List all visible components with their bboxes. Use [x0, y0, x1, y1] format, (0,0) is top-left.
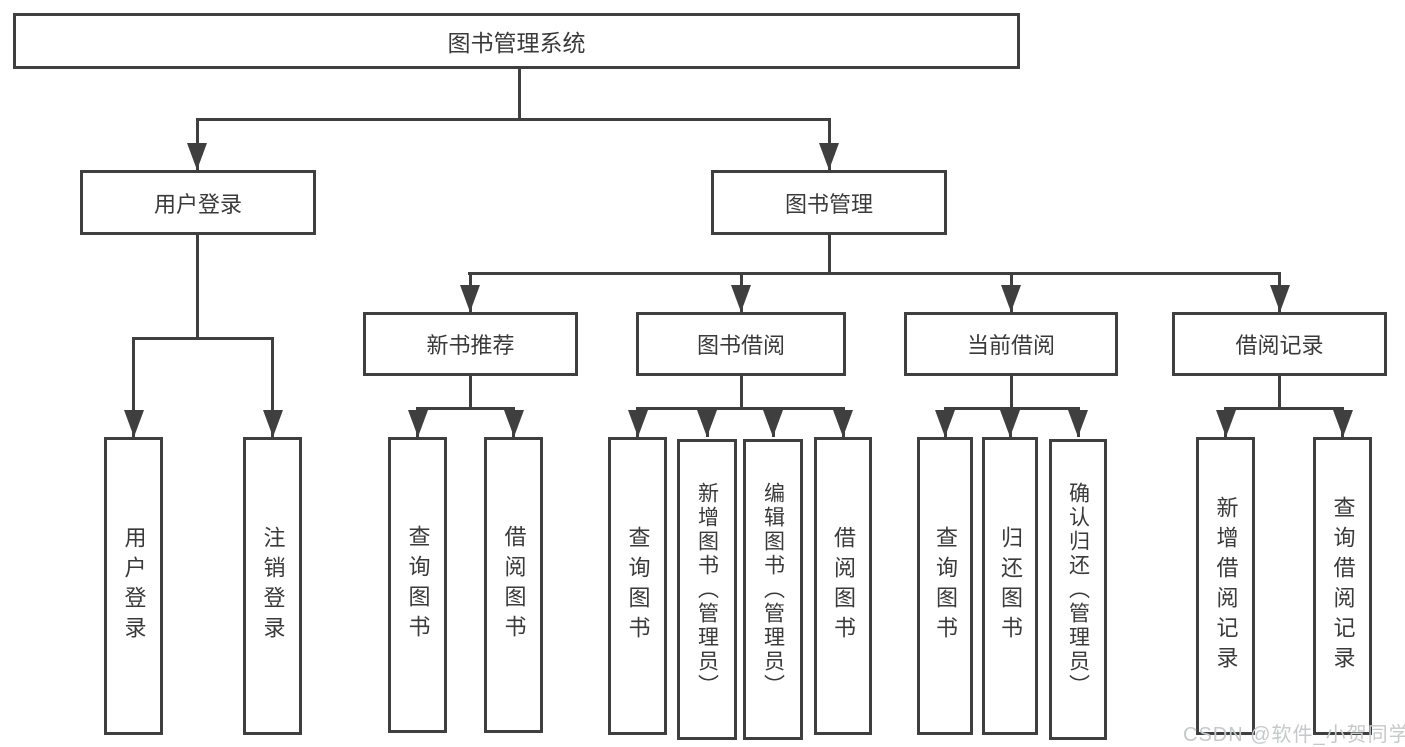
node-edit-book-admin: 编辑图书（管理员） — [743, 439, 803, 740]
node-query-book-current: 查询图书 — [917, 437, 973, 735]
arrow-down-icon — [731, 285, 751, 312]
arrow-down-icon — [263, 410, 283, 437]
node-current-borrow: 当前借阅 — [904, 312, 1118, 376]
arrow-down-icon — [819, 143, 839, 170]
arrow-down-icon — [124, 410, 144, 437]
arrow-down-icon — [1000, 410, 1020, 437]
connector-login-split — [132, 337, 274, 340]
connector-manage-stem — [828, 235, 831, 272]
arrow-down-icon — [697, 410, 717, 437]
connector-login-child-drop — [271, 337, 274, 437]
node-borrow-book-recommend: 借阅图书 — [484, 437, 543, 733]
connector-borrow-stem — [740, 376, 743, 407]
arrow-down-icon — [1270, 285, 1290, 312]
arrow-down-icon — [1001, 285, 1021, 312]
connector-record-split — [1224, 407, 1344, 410]
connector-record-stem — [1278, 376, 1281, 407]
node-borrow-record: 借阅记录 — [1172, 312, 1387, 376]
arrow-down-icon — [1068, 410, 1088, 437]
node-logout-leaf: 注销登录 — [243, 437, 302, 735]
node-new-book-recommend: 新书推荐 — [363, 312, 578, 376]
connector-login-stem — [196, 235, 199, 337]
node-return-book: 归还图书 — [982, 437, 1038, 735]
node-user-login-leaf: 用户登录 — [104, 437, 163, 735]
connector-recommend-stem — [469, 376, 472, 407]
arrow-down-icon — [833, 410, 853, 437]
connector-login-child-drop — [132, 337, 135, 437]
arrow-down-icon — [187, 143, 207, 170]
node-confirm-return-admin: 确认归还（管理员） — [1049, 439, 1107, 740]
connector-root-stem — [518, 69, 521, 118]
arrow-down-icon — [935, 410, 955, 437]
node-book-manage: 图书管理 — [711, 170, 947, 235]
connector-recommend-split — [416, 407, 515, 410]
node-user-login: 用户登录 — [80, 170, 316, 235]
connector-level2-split — [196, 118, 831, 121]
arrow-down-icon — [628, 410, 648, 437]
csdn-watermark: CSDN @软件_小贺同学 — [1183, 724, 1405, 746]
arrow-down-icon — [408, 410, 428, 437]
connector-borrow-split — [636, 407, 845, 410]
connector-level3-split — [468, 272, 1281, 275]
node-query-book-recommend: 查询图书 — [388, 437, 447, 733]
node-add-borrow-record: 新增借阅记录 — [1196, 437, 1255, 735]
node-root: 图书管理系统 — [13, 13, 1020, 69]
arrow-down-icon — [460, 285, 480, 312]
connector-current-stem — [1010, 376, 1013, 407]
arrow-down-icon — [1216, 410, 1236, 437]
node-query-borrow-record: 查询借阅记录 — [1313, 437, 1372, 735]
arrow-down-icon — [504, 410, 524, 437]
arrow-down-icon — [1333, 410, 1353, 437]
arrow-down-icon — [763, 410, 783, 437]
node-borrow-book-leaf: 借阅图书 — [814, 437, 872, 735]
node-add-book-admin: 新增图书（管理员） — [677, 439, 737, 740]
node-book-borrow: 图书借阅 — [636, 312, 846, 376]
connector-current-split — [944, 407, 1080, 410]
node-query-book-borrow: 查询图书 — [608, 437, 667, 735]
